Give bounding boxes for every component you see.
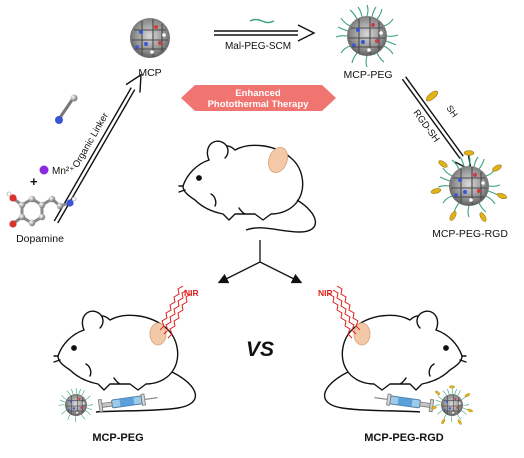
vs-label: VS [246, 338, 274, 361]
mcp-nanoparticle [129, 17, 171, 59]
mn-label: Mn²⁺ [52, 166, 75, 177]
center-tumor [268, 147, 288, 173]
rgd-sh-arrow: RGD-SH SH [401, 76, 472, 172]
mcp-peg-rgd-top-label: MCP-PEG-RGD [432, 228, 508, 240]
linker-molecule-icon [55, 94, 78, 124]
branch-arrows [217, 240, 303, 284]
right-mouse-tail [323, 371, 421, 413]
center-mouse [178, 140, 317, 233]
mn-ion-icon [39, 165, 49, 175]
mal-peg-scm-label: Mal-PEG-SCM [225, 41, 291, 52]
mcp-label: MCP [138, 67, 161, 79]
banner-line2: Photothermal Therapy [208, 99, 310, 110]
mcp-peg-nanoparticle [335, 4, 399, 68]
enhanced-ptt-banner: Enhanced Photothermal Therapy [181, 85, 336, 111]
bottom-right-label: MCP-PEG-RGD [364, 432, 444, 444]
banner-line1: Enhanced [235, 88, 281, 99]
dopamine-label: Dopamine [16, 233, 64, 245]
right-syringe-icon [373, 391, 435, 413]
left-syringe-icon [97, 391, 159, 413]
nir-left-label: NIR [184, 288, 199, 298]
organic-linker-arrow: Organic Linker [53, 73, 142, 224]
mal-peg-scm-arrow [214, 18, 316, 42]
sh-label: SH [444, 103, 459, 119]
rgd-ligand-icon [426, 90, 438, 102]
left-peg-particle [58, 387, 94, 423]
nir-right-label: NIR [318, 288, 333, 298]
left-mouse-tail [95, 371, 197, 413]
right-rgd-particle [430, 385, 474, 426]
nir-left-beam [159, 285, 192, 339]
mcp-peg-top-label: MCP-PEG [343, 69, 392, 81]
center-mouse-tail [245, 199, 317, 233]
bottom-left-label: MCP-PEG [92, 432, 143, 444]
peg-chain-icon [249, 18, 275, 24]
dopamine-molecule-icon [6, 191, 77, 228]
plus-sign: + [30, 174, 38, 189]
nir-right-beam [328, 285, 361, 339]
